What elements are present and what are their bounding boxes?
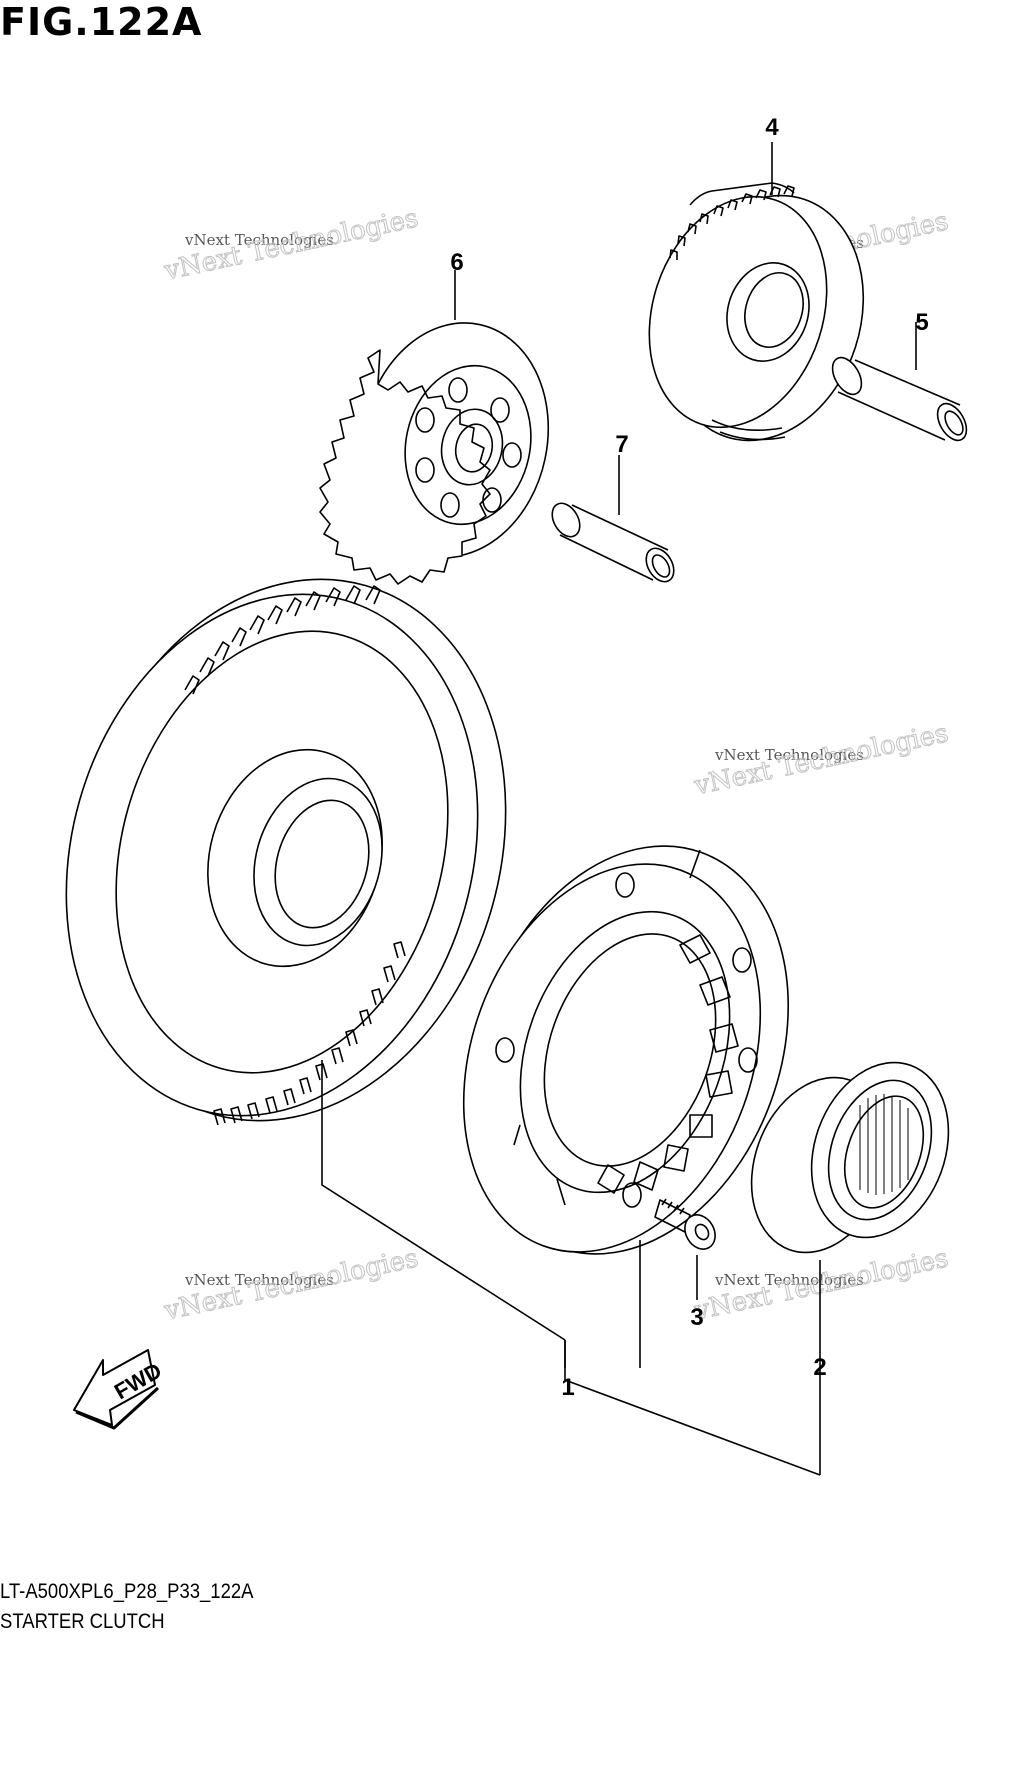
part-1-one-way-clutch [462, 845, 789, 1255]
driven-gear-teeth [184, 585, 406, 1126]
leader-lines [321, 142, 917, 1476]
part-6-gear [319, 322, 550, 585]
callout-1: 1 [561, 1374, 574, 1401]
callout-6: 6 [450, 249, 463, 276]
watermark-text: vNext Technologies [184, 231, 334, 249]
figure-title: FIG.122A [0, 0, 203, 44]
watermark-text: vNext Technologies [714, 1271, 864, 1289]
callout-7: 7 [615, 431, 628, 458]
section-name: STARTER CLUTCH [0, 1610, 165, 1633]
fwd-arrow-icon [73, 1349, 160, 1430]
callout-3: 3 [690, 1304, 703, 1331]
watermark-bottom-right: vNext Technologies vNext Technologies [691, 1243, 952, 1327]
watermark-text: vNext Technologies [184, 1271, 334, 1289]
callout-2: 2 [813, 1354, 826, 1381]
part-5-shaft [831, 356, 968, 442]
part-1-driven-gear [65, 578, 507, 1126]
watermark-bottom-left: vNext Technologies vNext Technologies [161, 1243, 422, 1327]
part-4-idle-gear [648, 182, 865, 442]
watermark-top-left: vNext Technologies vNext Technologies [161, 203, 422, 287]
watermark-mid-right: vNext Technologies vNext Technologies [691, 718, 952, 802]
sprag-cage [597, 934, 739, 1194]
gear-teeth-rim [689, 182, 795, 206]
callout-5: 5 [915, 309, 928, 336]
callout-4: 4 [765, 114, 779, 141]
part-2-bearing [750, 1061, 950, 1254]
part-3-bolt [654, 1198, 716, 1250]
watermark-text: vNext Technologies [714, 746, 864, 764]
part-7-pin [551, 502, 675, 583]
model-code: LT-A500XPL6_P28_P33_122A [0, 1580, 254, 1603]
